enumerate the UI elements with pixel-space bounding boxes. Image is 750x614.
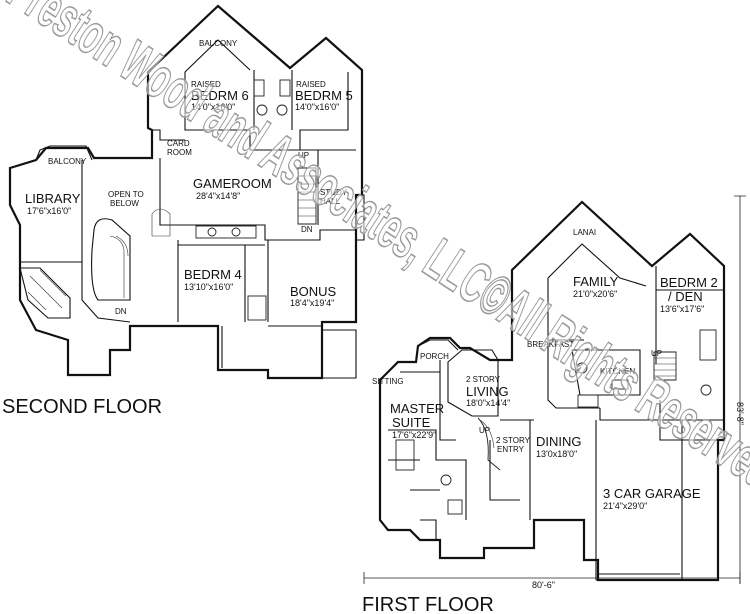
label-dn-2f-stair: DN — [115, 307, 127, 316]
label-below: BELOW — [110, 199, 139, 208]
label-bedrm5-dim: 14'0"x16'0" — [295, 102, 339, 112]
first-floor-plan — [363, 195, 746, 584]
label-bedrm4-dim: 13'10"x16'0" — [184, 282, 233, 292]
first-floor-title: FIRST FLOOR — [362, 594, 494, 614]
label-gameroom: GAMEROOM — [193, 176, 272, 191]
label-bedrm2-dim: 13'6"x17'6" — [660, 304, 704, 314]
second-floor-labels: BALCONY RAISED BEDRM 6 14'0"x16'0" RAISE… — [2, 39, 353, 418]
label-dn-2f-study: DN — [301, 225, 313, 234]
label-bonus: BONUS — [290, 284, 337, 299]
second-floor-title: SECOND FLOOR — [2, 396, 162, 418]
label-garage: 3 CAR GARAGE — [603, 486, 701, 501]
label-study: STUDY — [320, 188, 348, 197]
label-master: MASTER — [390, 401, 444, 416]
label-breakfast: BREAKFAST — [527, 340, 574, 349]
label-up-1f: UP — [479, 426, 490, 435]
label-bedrm6: BEDRM 6 — [191, 88, 249, 103]
label-room: ROOM — [167, 148, 192, 157]
label-dining-dim: 13'0x18'0" — [536, 449, 577, 459]
label-2story-entry: 2 STORY — [496, 436, 531, 445]
label-entry: ENTRY — [497, 445, 525, 454]
label-bedrm5: BEDRM 5 — [295, 88, 353, 103]
label-raised-6: RAISED — [191, 80, 221, 89]
label-bedrm6-dim: 14'0"x16'0" — [191, 102, 235, 112]
label-library: LIBRARY — [25, 191, 81, 206]
first-floor-labels: LANAI FAMILY 21'0"x20'6" BEDRM 2 / DEN 1… — [362, 228, 745, 614]
label-master-dim: 17'6"x22'9" — [392, 430, 436, 440]
dimension-line-depth — [734, 195, 746, 584]
label-hall: HALL — [320, 197, 341, 206]
second-floor-plan — [8, 4, 365, 380]
label-bedrm4: BEDRM 4 — [184, 267, 242, 282]
label-card: CARD — [167, 139, 190, 148]
label-porch: PORCH — [420, 352, 449, 361]
label-raised-5: RAISED — [296, 80, 326, 89]
label-up-2f: UP — [298, 151, 309, 160]
label-bonus-dim: 18'4"x19'4" — [290, 298, 334, 308]
label-lanai: LANAI — [573, 228, 596, 237]
label-den: / DEN — [668, 289, 703, 304]
label-balcony-left: BALCONY — [48, 157, 87, 166]
label-dim-depth: 83'-8" — [735, 402, 745, 425]
label-balcony-top: BALCONY — [199, 39, 238, 48]
label-family: FAMILY — [573, 274, 619, 289]
label-living-dim: 18'0"x14'4" — [466, 398, 510, 408]
label-living: LIVING — [466, 384, 509, 399]
label-kitchen: KITCHEN — [600, 367, 635, 376]
label-dim-width: 80'-6" — [532, 580, 555, 590]
label-gameroom-dim: 28'4"x14'8" — [196, 191, 240, 201]
copyright-watermark: Preston Wood and Associates, LLC©All Rig… — [0, 0, 750, 502]
label-2story-living: 2 STORY — [466, 375, 501, 384]
label-open-to: OPEN TO — [108, 190, 144, 199]
label-garage-dim: 21'4"x29'0" — [603, 501, 647, 511]
label-suite: SUITE — [392, 415, 431, 430]
label-up-1f-family: UP — [651, 349, 662, 358]
label-dining: DINING — [536, 434, 582, 449]
label-sitting: SITTING — [372, 377, 404, 386]
label-bedrm2: BEDRM 2 — [660, 275, 718, 290]
label-family-dim: 21'0"x20'6" — [573, 289, 617, 299]
label-library-dim: 17'6"x16'0" — [27, 206, 71, 216]
